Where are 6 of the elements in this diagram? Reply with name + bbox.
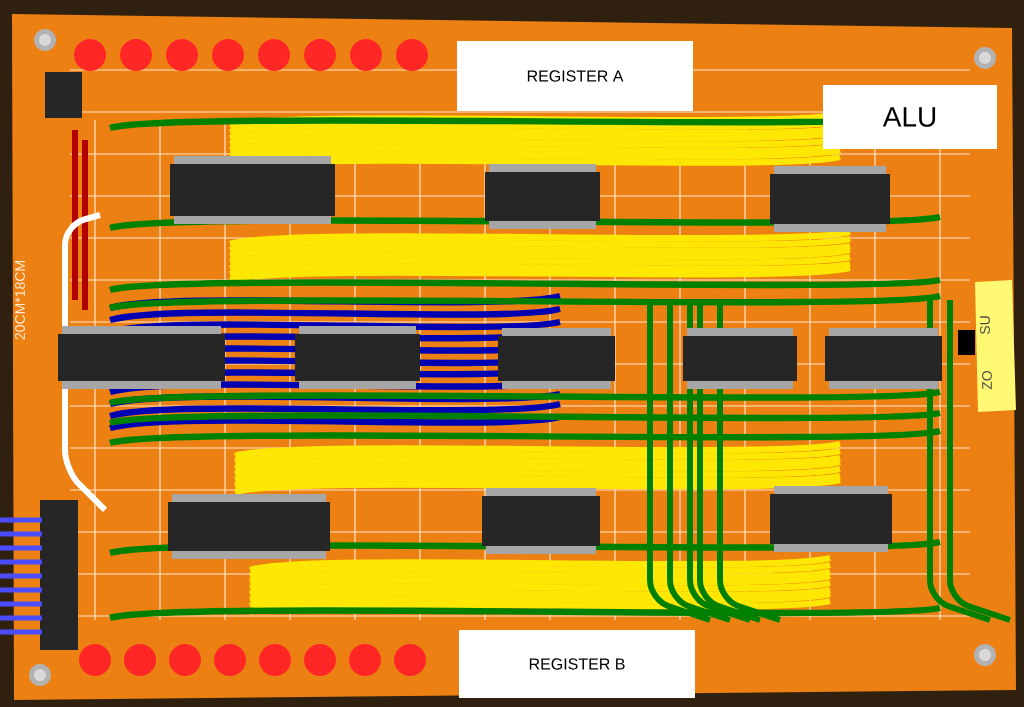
label-card: ALU xyxy=(823,85,997,149)
board-marking: 20CM*18CM xyxy=(15,261,25,340)
handwritten-note: ZO xyxy=(982,370,992,390)
label-card: REGISTER B xyxy=(459,630,695,698)
handwritten-note: SU xyxy=(980,316,990,335)
label-card: REGISTER A xyxy=(457,41,693,111)
